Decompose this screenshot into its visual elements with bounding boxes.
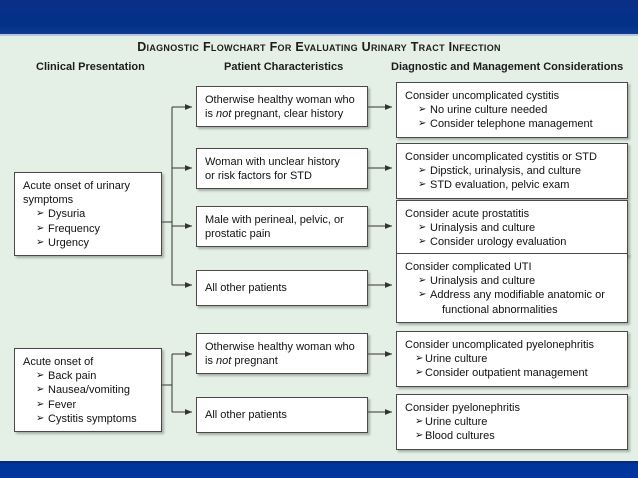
box-line-2: is not pregnant, clear history xyxy=(205,108,344,121)
list-item: Urinalysis and culture xyxy=(418,221,620,235)
list-item: Urinalysis and culture xyxy=(418,274,620,288)
box-line-2: or risk factors for STD xyxy=(205,170,312,183)
box-item-list: Back pain Nausea/vomiting Fever Cystitis… xyxy=(23,369,154,426)
patient-box-all-other-patients-upper[interactable]: All other patients xyxy=(196,270,368,307)
box-item-list: Urine culture Blood cultures xyxy=(405,415,620,444)
box-line-2: is not pregnant xyxy=(205,355,278,368)
box-line-1: Male with perineal, pelvic, or xyxy=(205,214,344,226)
box-line-1: Woman with unclear history xyxy=(205,156,340,168)
top-banner xyxy=(0,0,638,34)
list-item: Nausea/vomiting xyxy=(36,383,154,397)
box-line-2: prostatic pain xyxy=(205,228,271,241)
clinical-box-acute-urinary-symptoms[interactable]: Acute onset of urinary symptoms Dysuria … xyxy=(14,172,162,257)
diagnostic-box-complicated-uti[interactable]: Consider complicated UTI Urinalysis and … xyxy=(396,253,628,323)
list-item: No urine culture needed xyxy=(418,103,620,117)
box-line-1: Otherwise healthy woman who xyxy=(205,94,355,106)
box-header: Consider uncomplicated cystitis or STD xyxy=(405,151,597,163)
box-item-list: Urinalysis and culture Address any modif… xyxy=(405,274,620,317)
list-item: Blood cultures xyxy=(415,429,620,443)
list-item-continuation: functional abnormalities xyxy=(442,303,558,316)
column-heading-diagnostic-considerations: Diagnostic and Management Considerations xyxy=(391,61,624,73)
box-header: Consider complicated UTI xyxy=(405,261,532,273)
page-title: Diagnostic Flowchart For Evaluating Urin… xyxy=(137,40,501,54)
column-heading-patient-characteristics: Patient Characteristics xyxy=(224,61,344,73)
list-item: Cystitis symptoms xyxy=(36,412,154,426)
list-item: Urgency xyxy=(36,236,154,250)
patient-box-healthy-woman-not-pregnant[interactable]: Otherwise healthy woman who is not pregn… xyxy=(196,333,368,375)
clinical-box-acute-onset-systemic[interactable]: Acute onset of Back pain Nausea/vomiting… xyxy=(14,348,162,433)
box-item-list: Urinalysis and culture Consider urology … xyxy=(405,221,620,250)
list-item: Dysuria xyxy=(36,207,154,221)
list-item: Urine culture xyxy=(415,415,620,429)
box-item-list: Dysuria Frequency Urgency xyxy=(23,207,154,250)
box-header: Consider acute prostatitis xyxy=(405,208,530,220)
diagnostic-box-uncomplicated-cystitis-or-std[interactable]: Consider uncomplicated cystitis or STD D… xyxy=(396,143,628,199)
bottom-banner xyxy=(0,463,638,478)
list-item: Frequency xyxy=(36,222,154,236)
list-item: STD evaluation, pelvic exam xyxy=(418,178,620,192)
list-item: Consider telephone management xyxy=(418,117,620,131)
patient-box-woman-unclear-history[interactable]: Woman with unclear history or risk facto… xyxy=(196,148,368,190)
diagnostic-box-uncomplicated-cystitis[interactable]: Consider uncomplicated cystitis No urine… xyxy=(396,82,628,138)
patient-box-all-other-patients-lower[interactable]: All other patients xyxy=(196,397,368,434)
box-line-1: All other patients xyxy=(205,409,287,421)
list-item: Consider outpatient management xyxy=(415,366,620,380)
box-header: Consider pyelonephritis xyxy=(405,402,520,414)
bottom-banner-edge xyxy=(0,461,638,463)
box-header: Acute onset of xyxy=(23,356,94,368)
diagnostic-box-uncomplicated-pyelonephritis[interactable]: Consider uncomplicated pyelonephritis Ur… xyxy=(396,331,628,387)
box-header: Consider uncomplicated pyelonephritis xyxy=(405,339,594,351)
column-heading-clinical-presentation: Clinical Presentation xyxy=(36,61,145,73)
patient-box-healthy-woman-clear-history[interactable]: Otherwise healthy woman who is not pregn… xyxy=(196,86,368,128)
list-item: Dipstick, urinalysis, and culture xyxy=(418,164,620,178)
diagnostic-box-acute-prostatitis[interactable]: Consider acute prostatitis Urinalysis an… xyxy=(396,200,628,256)
box-item-list: Urine culture Consider outpatient manage… xyxy=(405,352,620,381)
box-line-1: Otherwise healthy woman who xyxy=(205,341,355,353)
list-item: Consider urology evaluation xyxy=(418,235,620,249)
box-line-1: All other patients xyxy=(205,282,287,294)
list-item: Fever xyxy=(36,398,154,412)
box-header: Consider uncomplicated cystitis xyxy=(405,90,560,102)
top-banner-edge xyxy=(0,34,638,36)
list-item: Urine culture xyxy=(415,352,620,366)
diagnostic-box-pyelonephritis[interactable]: Consider pyelonephritis Urine culture Bl… xyxy=(396,394,628,450)
patient-box-male-perineal-pain[interactable]: Male with perineal, pelvic, or prostatic… xyxy=(196,206,368,248)
box-item-list: Dipstick, urinalysis, and culture STD ev… xyxy=(405,164,620,193)
list-item: Address any modifiable anatomic or funct… xyxy=(418,288,620,316)
box-item-list: No urine culture needed Consider telepho… xyxy=(405,103,620,132)
list-item: Back pain xyxy=(36,369,154,383)
box-header: Acute onset of urinary symptoms xyxy=(23,180,131,207)
